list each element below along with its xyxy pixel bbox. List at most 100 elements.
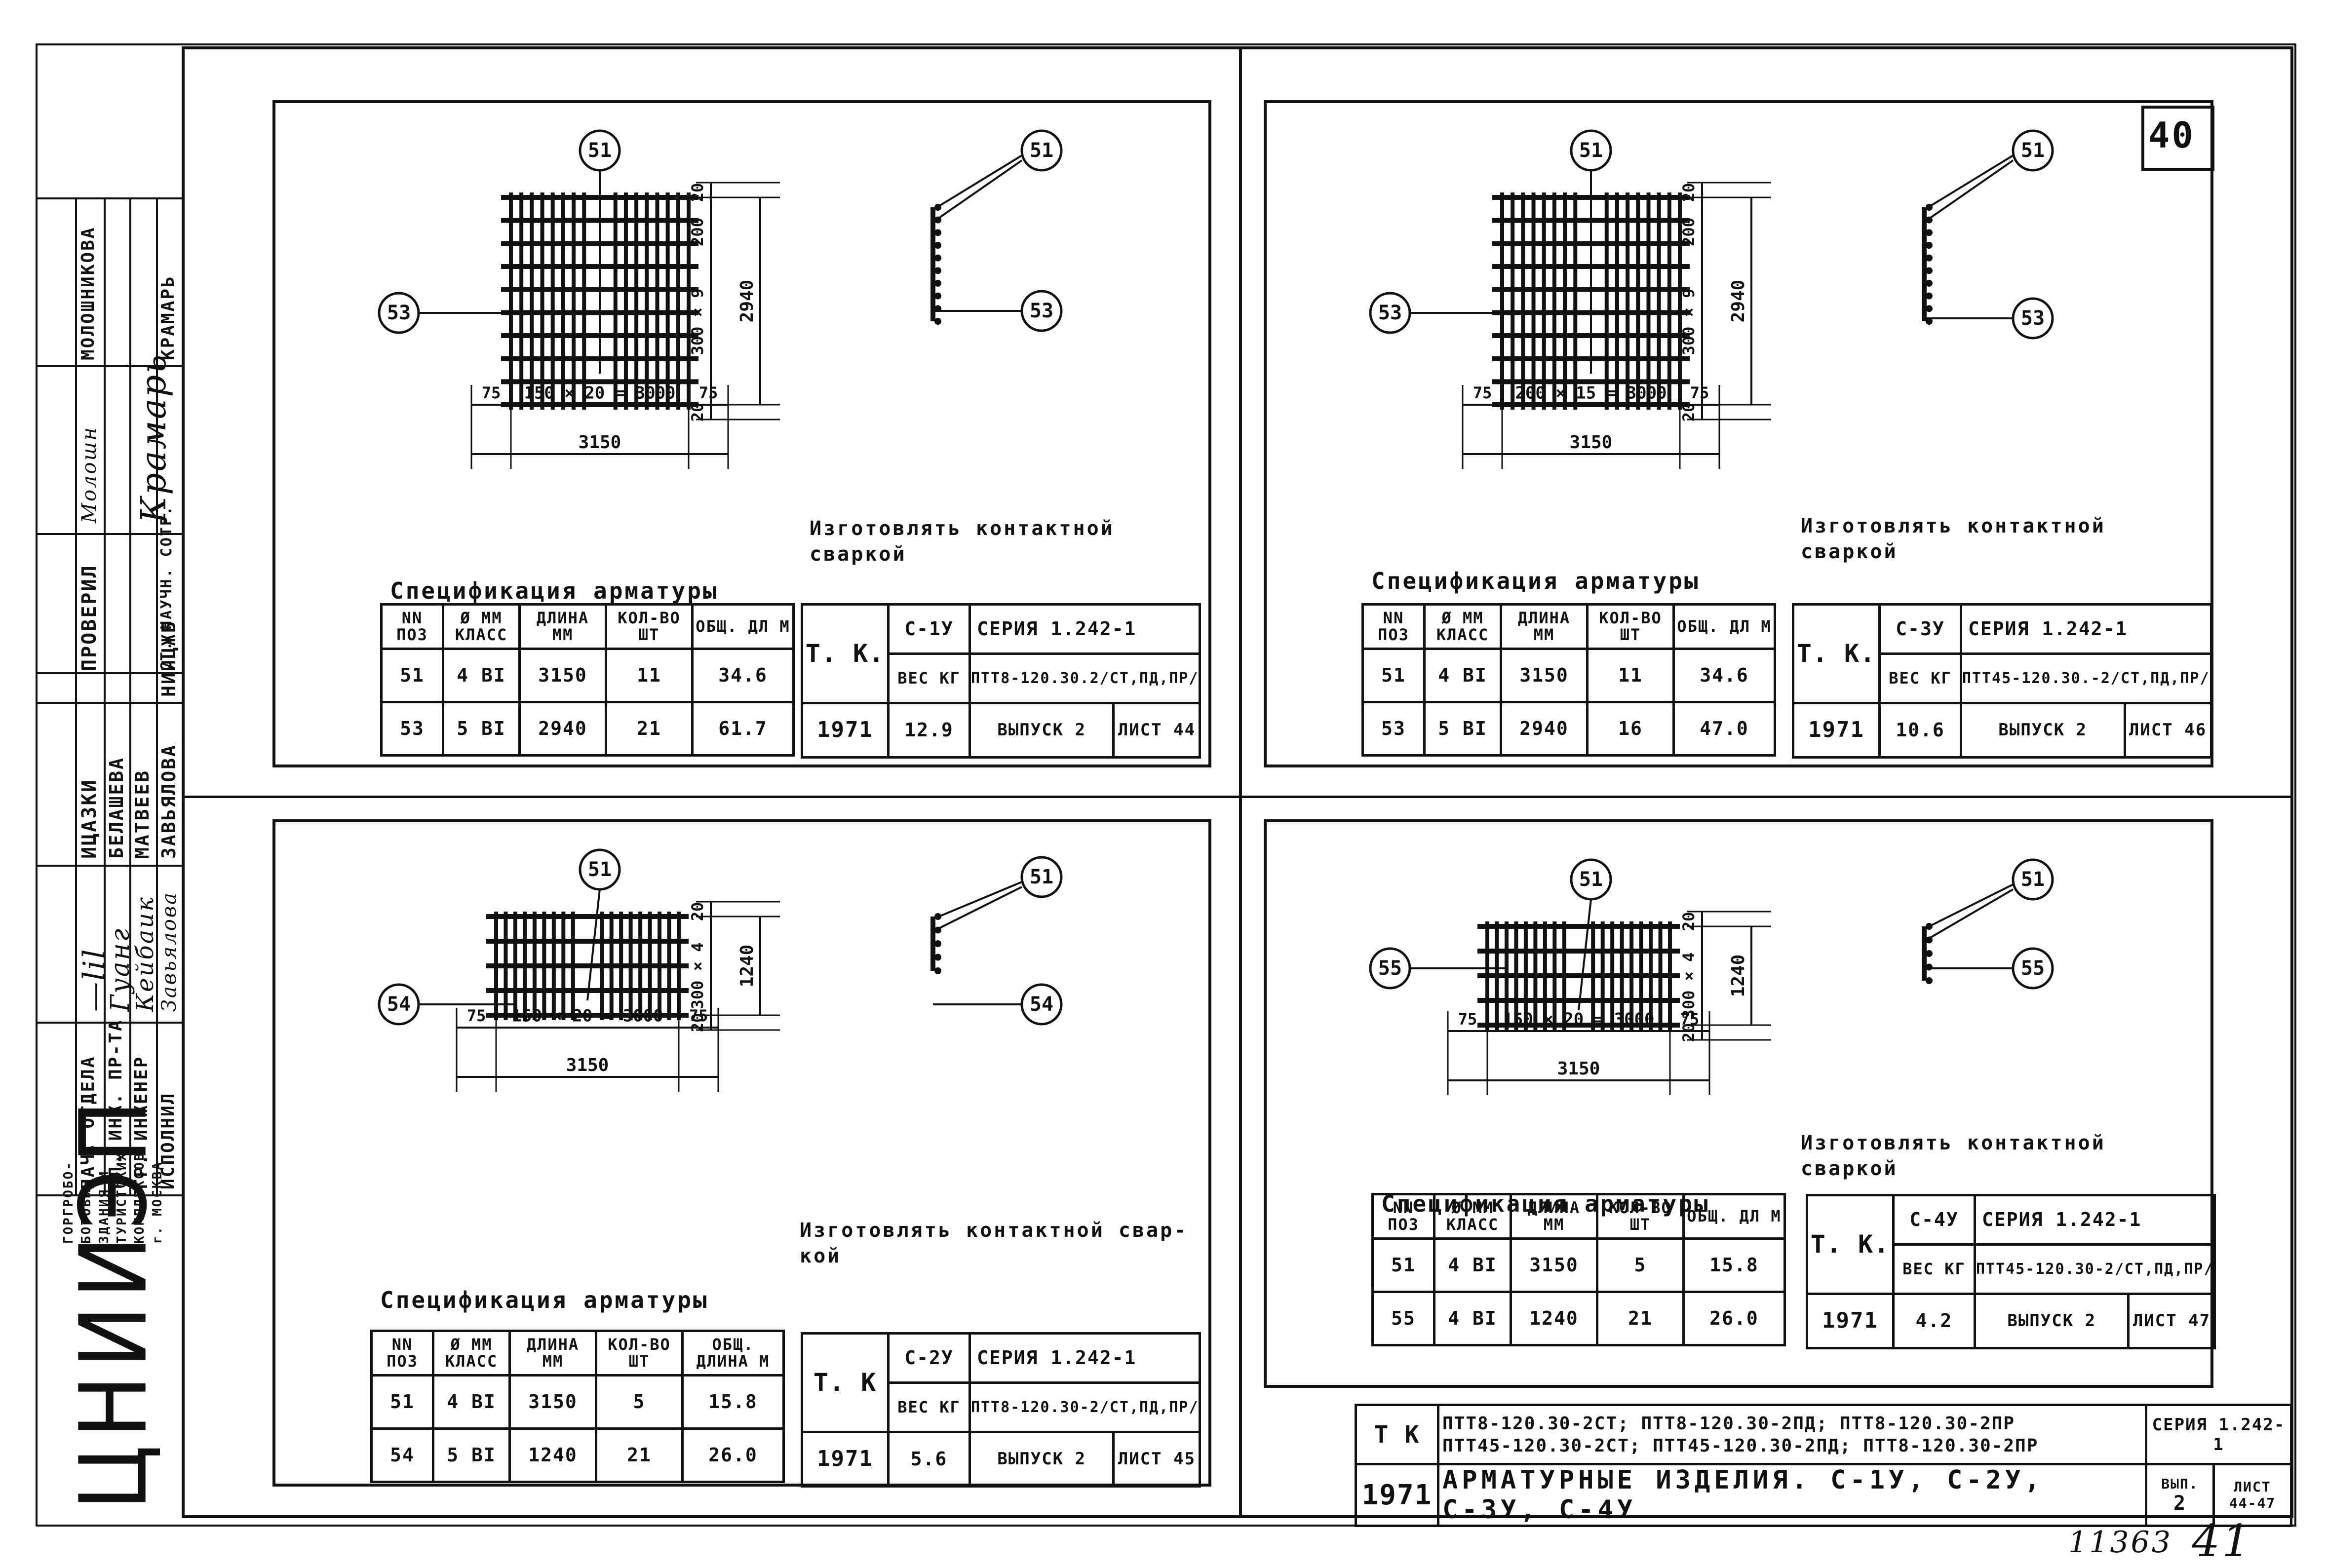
section-dot (1926, 318, 1933, 325)
callout-circle (1020, 983, 1063, 1026)
spec-header-cell: NN ПОЗ (1371, 1193, 1435, 1240)
spec-cell: 5 (595, 1374, 684, 1430)
callout-circle (579, 848, 621, 891)
callout-circle (1020, 129, 1063, 172)
spec-cell: 55 (1371, 1291, 1435, 1346)
dim-right: 75 (689, 1006, 708, 1025)
leader-line (1578, 899, 1592, 1011)
tk-label: Т. К. (1792, 603, 1881, 704)
dim-total: 2940 (737, 280, 757, 323)
tb-tk: Т К (1355, 1404, 1439, 1465)
tk-label: Т. К. (1806, 1194, 1895, 1295)
strip-line (36, 702, 184, 704)
section-dot (934, 967, 941, 974)
section-dot (934, 229, 941, 236)
spec-title: Спецификация арматуры (1371, 568, 1700, 594)
tk-mark: С-4У (1892, 1194, 1976, 1246)
dim-left: 75 (467, 1006, 486, 1025)
spec-cell: 11 (605, 648, 694, 703)
dim-span: 200 × 15 = 3000 (1515, 383, 1667, 403)
tb-list-label: ЛИСТ (2234, 1479, 2271, 1495)
callout-number: 51 (1030, 866, 1053, 888)
callout-circle (1369, 947, 1411, 990)
section-dot (1926, 254, 1933, 262)
tb-title: АРМАТУРНЫЕ ИЗДЕЛИЯ. С-1У, С-2У, С-3У, С-… (1437, 1463, 2147, 1527)
spec-header-cell: ОБЩ. ДЛИНА М (681, 1330, 785, 1377)
spec-cell: 11 (1586, 648, 1675, 703)
tk-mark: С-3У (1878, 603, 1962, 655)
spec-cell: 5 ВI (1423, 701, 1502, 757)
dim-span: 150 × 20 = 3000 (1503, 1010, 1654, 1030)
dim-top: 20 (688, 902, 707, 921)
tk-vyp: ВЫПУСК 2 (1973, 1293, 2130, 1349)
dim-total: 1240 (1728, 955, 1748, 997)
callout-number: 53 (1378, 302, 1402, 324)
section-dot (934, 318, 941, 325)
section-dot (1926, 977, 1933, 984)
callout-circle (378, 983, 420, 1026)
spec-cell: 15.8 (1682, 1237, 1786, 1293)
spec-cell: 34.6 (691, 648, 795, 703)
dim-left: 75 (1473, 383, 1492, 402)
dim-left: 75 (482, 383, 501, 402)
dim-span: 150 × 20 = 3000 (511, 1006, 663, 1026)
dim-top: 20 (1679, 912, 1698, 931)
strip-line (36, 1022, 184, 1024)
spec-header-cell: ДЛИНА ММ (518, 603, 607, 650)
spec-title: Спецификация арматуры (380, 1287, 709, 1313)
leader-line (1923, 159, 2014, 223)
spec-cell: 51 (1371, 1237, 1435, 1293)
callout-number: 51 (2021, 139, 2045, 162)
tb-list: 44-47 (2229, 1495, 2276, 1511)
spec-cell: 34.6 (1672, 648, 1776, 703)
tk-mark: С-2У (887, 1332, 971, 1384)
strip-vline (104, 197, 106, 1194)
spec-header-cell: ДЛИНА ММ (1500, 603, 1589, 650)
leader-line (1923, 888, 2014, 942)
section-dot (934, 254, 941, 262)
spec-title: Спецификация арматуры (390, 577, 719, 604)
spec-cell: 54 (370, 1427, 434, 1483)
strip-vline (156, 197, 158, 1194)
callout-number: 51 (1579, 868, 1603, 891)
spec-cell: 4 ВI (442, 648, 521, 703)
tb-vyp: 2 (2173, 1492, 2187, 1515)
spec-header-cell: Ø ММ КЛАСС (442, 603, 521, 650)
spec-cell: 3150 (1500, 648, 1589, 703)
tk-ves: 12.9 (887, 702, 971, 759)
dim-grid: 300 × 9 (688, 289, 707, 355)
dim-top: 20 (688, 183, 707, 202)
leader-line (932, 159, 1023, 223)
spec-cell: 5 ВI (432, 1427, 511, 1483)
dim-total: 2940 (1728, 280, 1748, 323)
section-dot (1926, 305, 1933, 312)
spec-header-cell: КОЛ-ВО ШТ (595, 1330, 684, 1377)
spec-cell: 61.7 (691, 701, 795, 757)
vertical-divider (1239, 46, 1242, 1518)
section-dot (1926, 267, 1933, 274)
dim-bot: 20 (688, 1013, 707, 1033)
tb-year: 1971 (1355, 1463, 1439, 1527)
dim-width: 3150 (1570, 432, 1613, 453)
callout-circle (1020, 856, 1063, 898)
callout-circle (378, 292, 420, 334)
dim-total: 1240 (737, 945, 757, 988)
section-dot (934, 267, 941, 274)
tk-list: ЛИСТ 46 (2123, 702, 2212, 759)
drawing-panel (1264, 819, 2213, 1388)
spec-cell: 26.0 (1682, 1291, 1786, 1346)
spec-header-cell: ОБЩ. ДЛ М (691, 603, 795, 650)
spec-header-cell: NN ПОЗ (380, 603, 444, 650)
leader-line (932, 154, 1023, 211)
tk-ves: 4.2 (1892, 1293, 1976, 1349)
title-block-table: Т К ПТТ8-120.30-2СТ; ПТТ8-120.30-2ПД; ПТ… (1355, 1404, 2292, 1527)
